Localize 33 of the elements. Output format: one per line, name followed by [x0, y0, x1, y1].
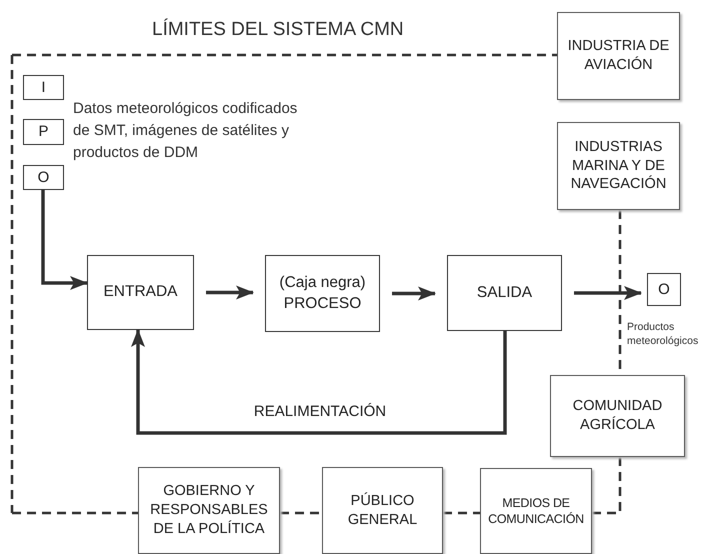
box-label: INDUSTRIA DE AVIACIÓN: [566, 37, 670, 75]
box-label: MEDIOS DE COMUNICACIÓN: [487, 494, 585, 528]
box-label: GOBIERNO Y RESPONSABLES DE LA POLÍTICA: [149, 482, 269, 539]
arrow: [206, 286, 254, 300]
box-label: O: [657, 280, 671, 300]
box-label: SALIDA: [476, 282, 534, 303]
box-label: (Caja negra) PROCESO: [278, 273, 367, 314]
letter-box: [23, 165, 64, 190]
stakeholder-box: [480, 468, 592, 554]
stakeholder-box: [557, 12, 680, 100]
box-label: O: [36, 168, 50, 188]
stakeholder-box: [322, 467, 443, 554]
arrow: [392, 286, 436, 300]
description-text: Datos meteorológicos codificados de SMT, imágenes de satélites y productos de DDM: [73, 99, 298, 162]
arrow: [574, 286, 642, 300]
process-box: [265, 255, 380, 332]
process-box: [87, 255, 194, 330]
arrow: [131, 329, 507, 435]
stakeholder-box: [550, 375, 685, 457]
process-box: [447, 255, 562, 331]
letter-box: [23, 119, 64, 145]
box-label: P: [37, 122, 50, 142]
stakeholder-box: [557, 122, 680, 210]
letter-box: [23, 75, 64, 100]
node-caption: Productos meteorológicos: [627, 320, 700, 348]
box-label: INDUSTRIAS MARINA Y DE NAVEGACIÓN: [570, 138, 668, 194]
box-label: ENTRADA: [102, 282, 179, 302]
box-label: PÚBLICO GENERAL: [346, 492, 418, 530]
arrow: [41, 190, 88, 290]
box-label: COMUNIDAD AGRÍCOLA: [572, 397, 664, 435]
stakeholder-box: [138, 467, 280, 554]
boundary-title: LÍMITES DEL SISTEMA CMN: [152, 19, 404, 41]
box-label: I: [40, 78, 47, 98]
